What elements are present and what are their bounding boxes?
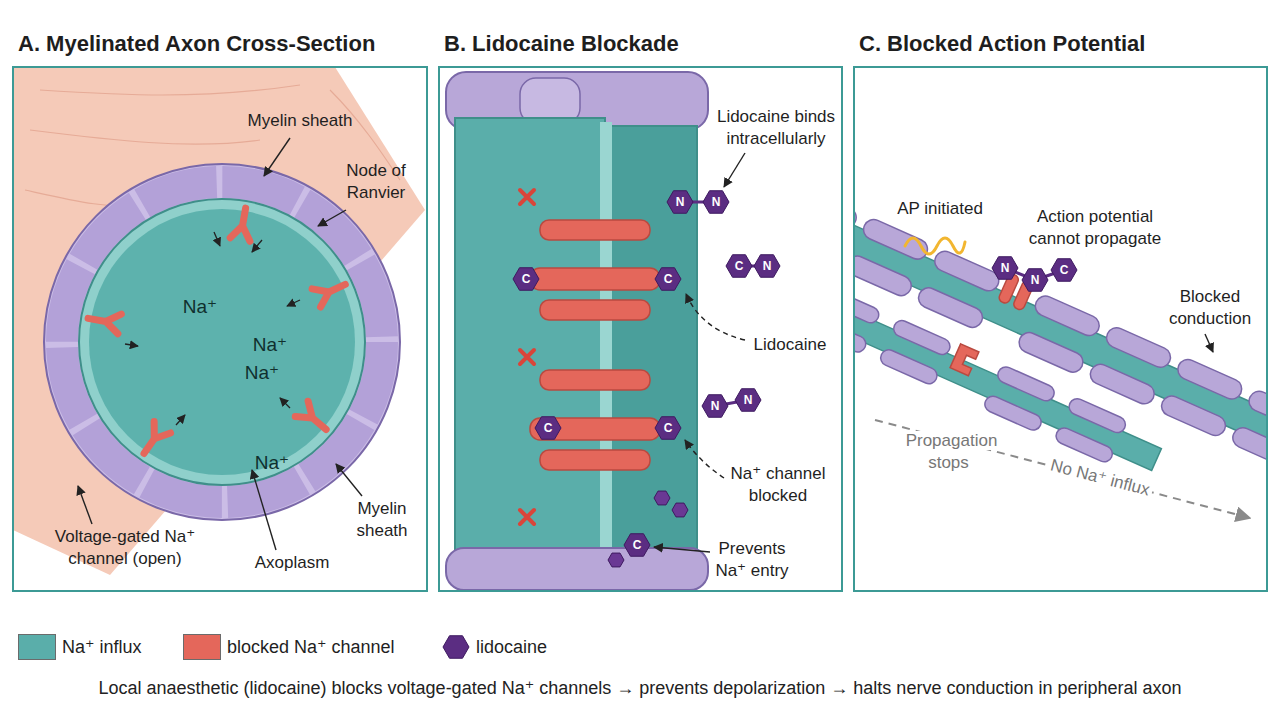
- ion-label: Na⁺: [247, 452, 297, 474]
- ion-label: Na⁺: [237, 362, 287, 384]
- callout-label: Myelin sheath: [230, 110, 370, 132]
- callout-label: Lidocaine binds intracellularly: [714, 106, 838, 150]
- atom-letter: C: [658, 418, 678, 438]
- callout-label: Na⁺ channel blocked: [723, 463, 833, 507]
- atom-letter: N: [670, 192, 690, 212]
- callout-label: Prevents Na⁺ entry: [704, 538, 800, 582]
- axon-conduction: [854, 175, 1267, 538]
- atom-letter: C: [538, 418, 558, 438]
- ion-label: Na⁺: [175, 296, 225, 318]
- callout-label: Axoplasm: [242, 552, 342, 574]
- atom-letter: N: [1025, 270, 1045, 290]
- callout-label: Voltage-gated Na⁺ channel (open): [30, 526, 220, 570]
- callout-label: Blocked conduction: [1155, 286, 1265, 330]
- atom-letter: C: [658, 269, 678, 289]
- figure-caption: Local anaesthetic (lidocaine) blocks vol…: [20, 676, 1260, 700]
- legend-text: blocked Na⁺ channel: [227, 635, 395, 659]
- flow-note: Propagation stops: [900, 430, 1000, 474]
- legend-text: lidocaine: [476, 635, 547, 659]
- atom-letter: C: [1054, 260, 1074, 280]
- legend-text: Na⁺ influx: [62, 635, 142, 659]
- callout-label: Node of Ranvier: [326, 160, 426, 204]
- flow-note: No Na⁺ influx: [1034, 451, 1165, 505]
- panel-heading: A. Myelinated Axon Cross-Section: [18, 30, 375, 58]
- legend-swatch: [183, 634, 221, 660]
- membrane-blockade: [446, 72, 780, 590]
- callout-label: Myelin sheath: [342, 498, 422, 542]
- atom-letter: N: [705, 396, 725, 416]
- atom-letter: N: [757, 256, 777, 276]
- callout-label: Action potential cannot propagate: [1020, 206, 1170, 250]
- legend-swatch: [18, 634, 56, 660]
- callout-label: AP initiated: [880, 198, 1000, 220]
- atom-letter: N: [738, 390, 758, 410]
- axon-cross-section: [13, 67, 425, 575]
- atom-letter: C: [516, 269, 536, 289]
- atom-letter: C: [729, 256, 749, 276]
- panel-heading: C. Blocked Action Potential: [859, 30, 1145, 58]
- panel-frame: C. Blocked Action Potential: [853, 66, 1268, 592]
- atom-letter: N: [706, 192, 726, 212]
- atom-letter: N: [995, 258, 1015, 278]
- callout-label: Lidocaine: [740, 334, 840, 356]
- atom-letter: C: [627, 535, 647, 555]
- ion-label: Na⁺: [245, 334, 295, 356]
- panel-heading: B. Lidocaine Blockade: [444, 30, 679, 58]
